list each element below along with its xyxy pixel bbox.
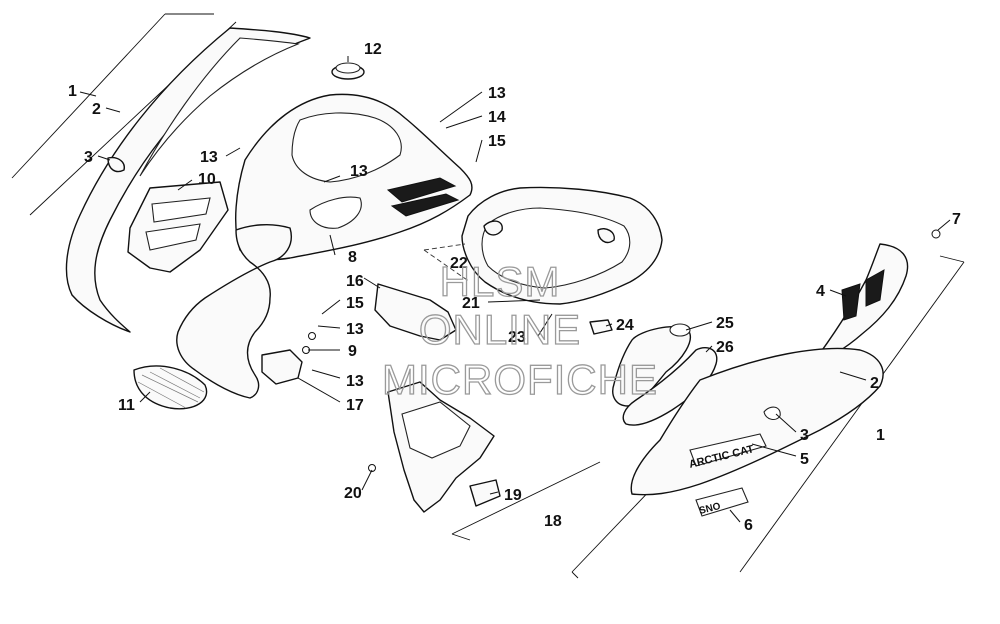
callout-25: 25 <box>716 315 734 332</box>
mesh-grille <box>133 365 208 410</box>
lens-panel <box>374 283 457 341</box>
callout-1-left: 1 <box>68 83 77 100</box>
callout-19: 19 <box>504 487 522 504</box>
left-side-panel <box>11 13 311 333</box>
callout-3-left: 3 <box>84 149 93 166</box>
callout-20: 20 <box>344 485 362 502</box>
watermark: HLSM ONLINE MICROFICHE <box>381 257 658 403</box>
callout-26: 26 <box>716 339 734 356</box>
callout-14: 14 <box>488 109 506 126</box>
callout-24: 24 <box>616 317 634 334</box>
callout-5: 5 <box>800 451 809 468</box>
callout-9: 9 <box>348 343 357 360</box>
grommet <box>331 62 365 80</box>
callout-2-left: 2 <box>92 101 101 118</box>
callout-12: 12 <box>364 41 382 58</box>
tube-cover <box>622 346 718 426</box>
callout-16: 16 <box>346 273 364 290</box>
callout-13-upper-left: 13 <box>200 149 218 166</box>
callout-15-upper: 15 <box>488 133 506 150</box>
callout-13-center: 13 <box>350 163 368 180</box>
callout-2-right: 2 <box>870 375 879 392</box>
leader-lines <box>79 56 951 523</box>
callout-labels: 1 2 3 10 11 12 13 13 13 13 13 14 15 15 8… <box>68 41 961 534</box>
callout-13-middle: 13 <box>346 321 364 338</box>
callout-11: 11 <box>118 397 135 414</box>
model-badge: SNO <box>698 501 722 517</box>
callout-1-right: 1 <box>876 427 885 444</box>
storage-tray <box>127 181 229 273</box>
callout-8: 8 <box>348 249 357 266</box>
console-housing <box>423 186 663 305</box>
strap-clip <box>589 319 613 335</box>
callout-15-lower: 15 <box>346 295 364 312</box>
hood-assembly <box>176 93 473 399</box>
watermark-line-1: HLSM <box>440 258 561 305</box>
callout-22: 22 <box>450 255 468 272</box>
callout-13-lower: 13 <box>346 373 364 390</box>
callout-10: 10 <box>198 171 216 188</box>
watermark-line-3: MICROFICHE <box>382 356 658 403</box>
callout-21: 21 <box>462 295 480 312</box>
mounting-bracket <box>261 332 316 385</box>
callout-17: 17 <box>346 397 364 414</box>
right-side-panel <box>571 229 965 579</box>
callout-3-right: 3 <box>800 427 809 444</box>
callout-6: 6 <box>744 517 753 534</box>
callout-4: 4 <box>816 283 825 300</box>
callout-7: 7 <box>952 211 961 228</box>
watermark-line-2: ONLINE <box>419 306 581 353</box>
callout-18: 18 <box>544 513 562 530</box>
lower-nose <box>368 381 601 541</box>
callout-13-upper-right: 13 <box>488 85 506 102</box>
callout-23: 23 <box>508 329 526 346</box>
